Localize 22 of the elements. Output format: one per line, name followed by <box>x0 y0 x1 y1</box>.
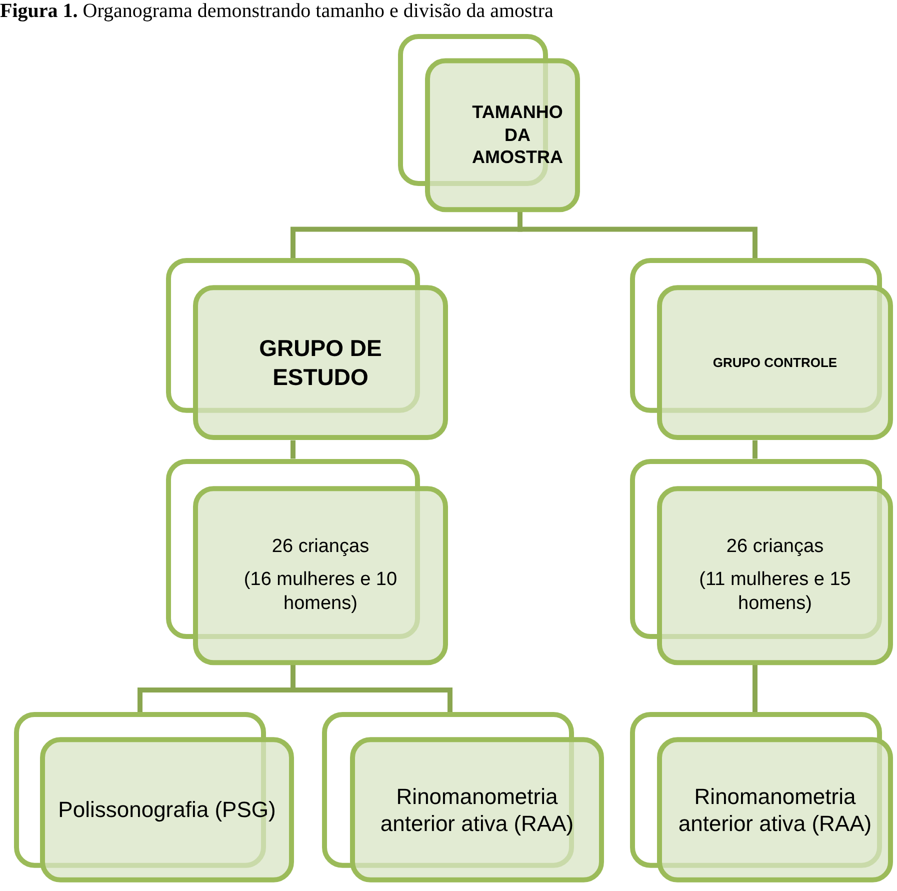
org-chart-box <box>14 712 294 883</box>
node-label: 26 crianças <box>272 534 370 558</box>
node-label: GRUPO DE ESTUDO <box>258 334 383 392</box>
org-chart-box <box>398 34 580 212</box>
org-chart-box <box>630 458 893 665</box>
node-label: Rinomanometria anterior ativa (RAA) <box>677 782 873 838</box>
org-chart-box <box>322 712 604 883</box>
node-detail: (16 mulheres e 10 homens) <box>242 568 398 616</box>
connector-line <box>752 440 758 459</box>
node-label: 26 crianças <box>726 534 824 558</box>
connector-line <box>290 440 296 459</box>
figure-title: Figura 1. Organograma demonstrando tamanho e divisão da amostra <box>0 0 554 23</box>
node-label: Rinomanometria anterior ativa (RAA) <box>379 782 575 838</box>
node-label: GRUPO CONTROLE <box>712 354 838 371</box>
node-detail: (11 mulheres e 15 homens) <box>698 568 852 616</box>
org-chart-box <box>166 258 448 440</box>
org-chart-box <box>630 712 893 883</box>
node-label: Polissonografia (PSG) <box>58 796 276 824</box>
node-label: TAMANHO DA AMOSTRA <box>471 101 564 169</box>
org-chart-box <box>166 458 448 665</box>
org-chart-box <box>630 258 893 440</box>
connector-line <box>752 664 758 712</box>
